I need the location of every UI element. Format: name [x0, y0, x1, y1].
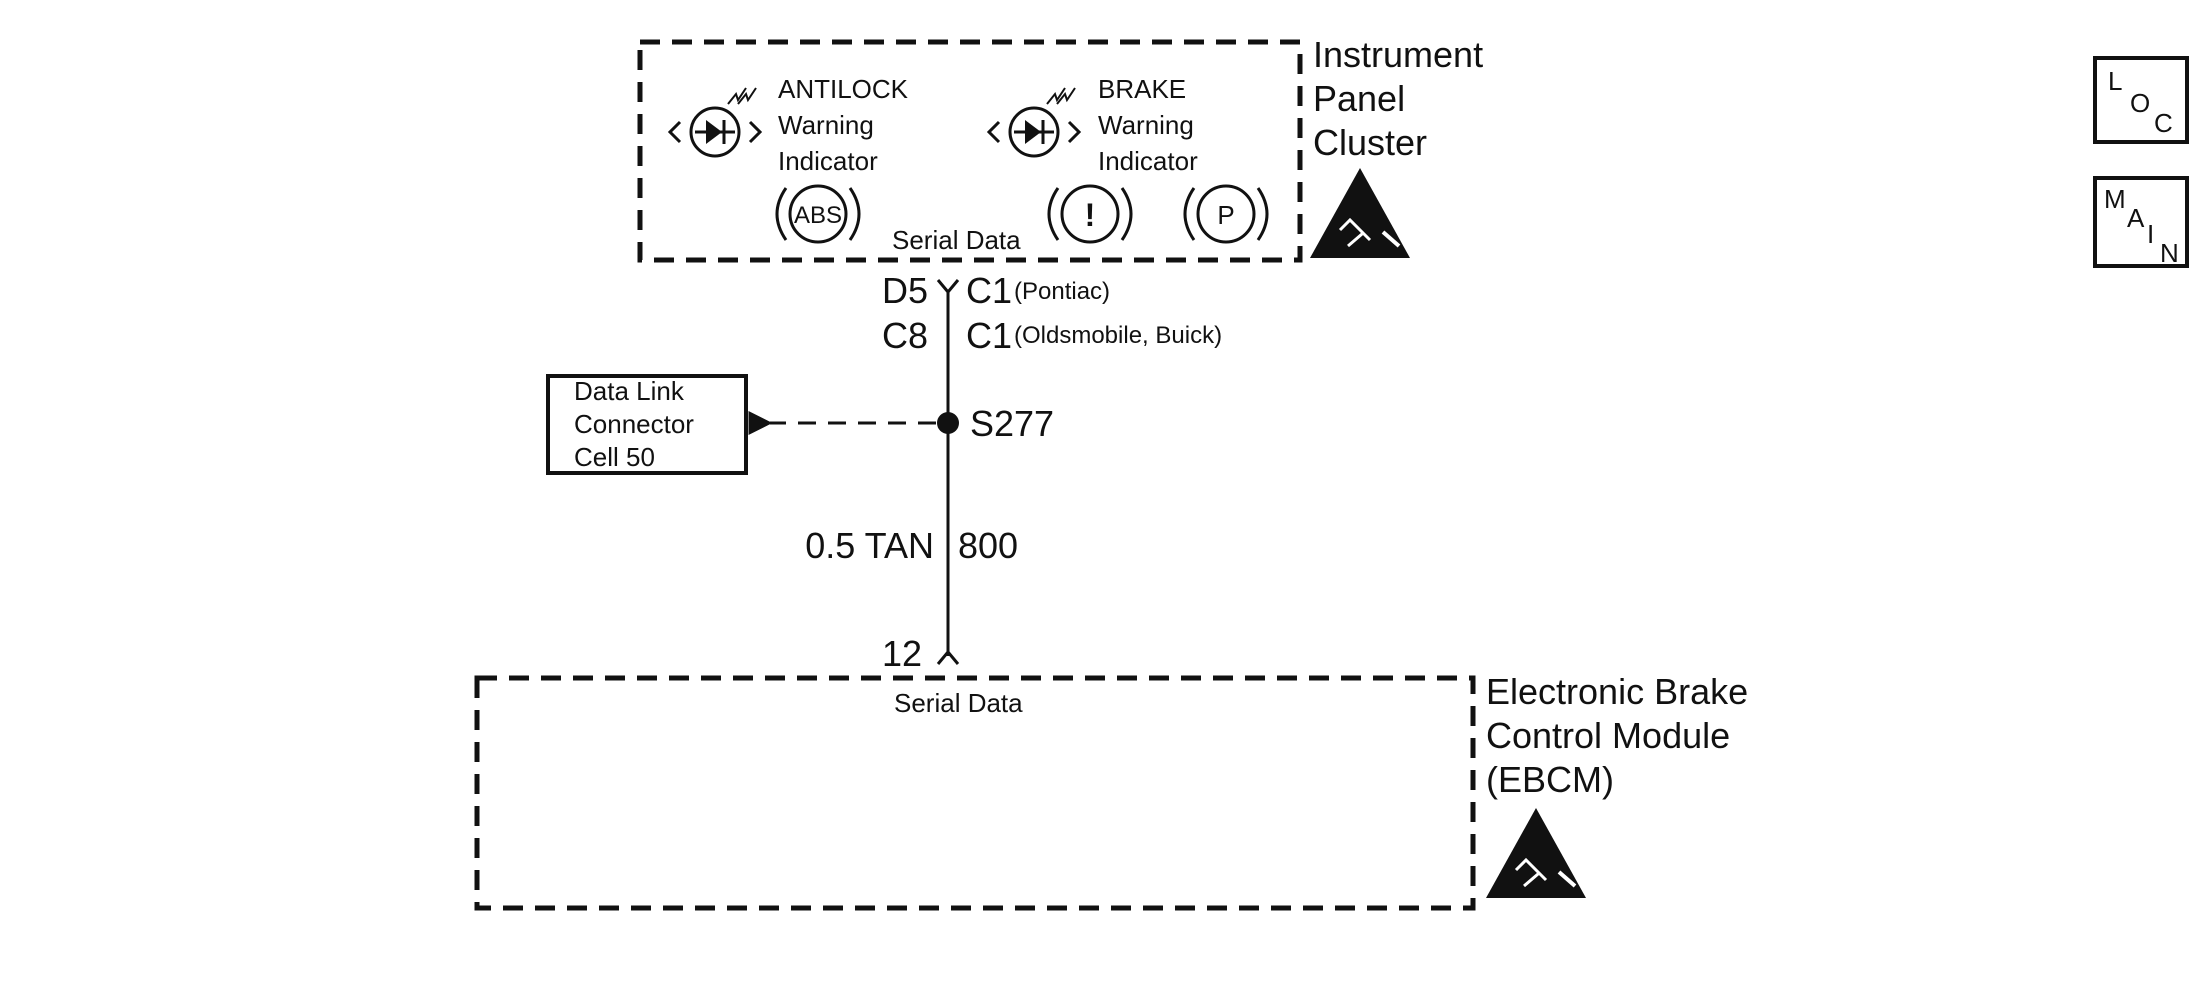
cluster-title-line-1: Instrument [1313, 34, 1483, 75]
brake-label-line-3: Indicator [1098, 146, 1198, 176]
loc-button[interactable]: L O C [2093, 56, 2189, 144]
brake-exclaim-icon: ! [1047, 184, 1133, 244]
wire-gauge-color: 0.5 TAN [805, 525, 934, 566]
main-letter-i: I [2147, 219, 2154, 249]
antilock-led-icon [667, 87, 763, 158]
ebcm-title: Electronic Brake Control Module (EBCM) [1486, 671, 1748, 800]
ebcm-serial-data-label: Serial Data [894, 688, 1023, 718]
brake-exclaim-text: ! [1085, 197, 1096, 233]
antilock-label-line-2: Warning [778, 110, 874, 140]
splice-label: S277 [970, 403, 1054, 444]
instrument-cluster-box [637, 39, 1303, 263]
brake-label-line-1: BRAKE [1098, 74, 1186, 104]
instrument-cluster-title: Instrument Panel Cluster [1313, 34, 1483, 163]
antilock-label: ANTILOCK Warning Indicator [778, 74, 909, 176]
brake-led-icon [986, 87, 1082, 158]
main-button[interactable]: M A I N [2093, 176, 2189, 268]
ebcm-title-line-1: Electronic Brake [1486, 671, 1748, 712]
pin-olds-buick: C8 [882, 315, 928, 356]
brake-label-line-2: Warning [1098, 110, 1194, 140]
data-link-connector-box[interactable] [546, 374, 748, 475]
abs-symbol-icon: ABS [775, 184, 861, 244]
splice-dot [937, 412, 959, 434]
ebcm-title-line-2: Control Module [1486, 715, 1730, 756]
loc-letter-l: L [2108, 66, 2122, 96]
abs-symbol-text: ABS [794, 202, 842, 229]
ebcm-title-line-3: (EBCM) [1486, 759, 1614, 800]
ebcm-esd-warning-icon [1486, 808, 1586, 898]
antilock-label-line-3: Indicator [778, 146, 878, 176]
dlc-line-3: Cell 50 [574, 442, 655, 472]
antilock-label-line-1: ANTILOCK [778, 74, 909, 104]
esd-warning-icon [1310, 168, 1410, 258]
pin-pontiac: D5 [882, 270, 928, 311]
note-pontiac: (Pontiac) [1014, 278, 1110, 305]
loc-letter-o: O [2130, 88, 2150, 118]
park-brake-icon: P [1183, 184, 1269, 244]
connector-pontiac: C1 [966, 270, 1012, 311]
connector-olds-buick: C1 [966, 315, 1012, 356]
dlc-line-2: Connector [574, 409, 694, 439]
main-letter-a: A [2127, 203, 2145, 233]
wire-circuit: 800 [958, 525, 1018, 566]
note-olds-buick: (Oldsmobile, Buick) [1014, 322, 1222, 349]
cluster-title-line-3: Cluster [1313, 122, 1427, 163]
loc-letter-c: C [2154, 108, 2173, 138]
brake-label: BRAKE Warning Indicator [1098, 74, 1198, 176]
cluster-title-line-2: Panel [1313, 78, 1405, 119]
main-letter-m: M [2104, 184, 2126, 214]
park-brake-text: P [1217, 200, 1234, 230]
dlc-line-1: Data Link [574, 376, 685, 406]
main-letter-n: N [2160, 238, 2179, 268]
ebcm-box [474, 675, 1476, 911]
ebcm-connector-icon [936, 649, 960, 665]
cluster-serial-data-label: Serial Data [892, 225, 1021, 255]
ebcm-pin: 12 [882, 633, 922, 674]
